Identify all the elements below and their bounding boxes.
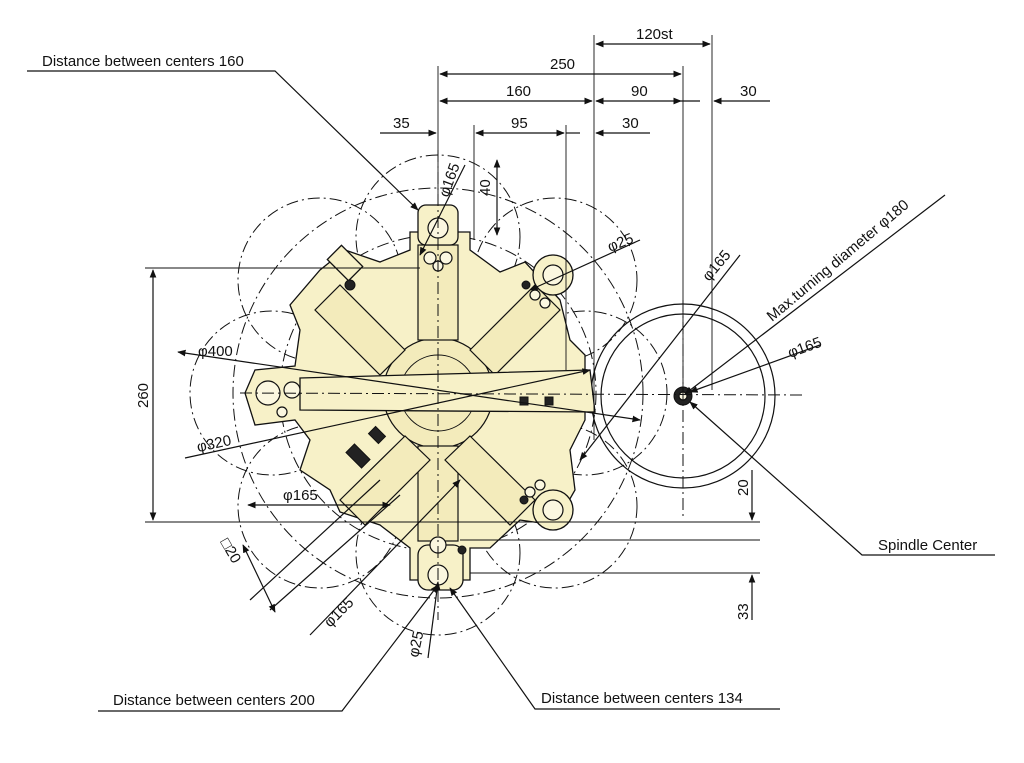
- dim-260: 260: [135, 383, 152, 408]
- top-dimensions: [380, 35, 770, 440]
- dim-160: 160: [506, 83, 531, 100]
- phi400: φ400: [198, 343, 233, 360]
- callout-distance-200: Distance between centers 200: [113, 692, 315, 709]
- dim-33: 33: [735, 603, 752, 620]
- phi165-left: φ165: [283, 487, 318, 504]
- dim-30-top: 30: [740, 83, 757, 100]
- right-lower-dimensions: [460, 470, 760, 620]
- dim-90: 90: [631, 83, 648, 100]
- dim-35: 35: [393, 115, 410, 132]
- left-dimension: [145, 267, 760, 523]
- dim-square-20: □20: [217, 536, 245, 567]
- diameter-leaders: [177, 164, 946, 659]
- dim-250: 250: [550, 56, 575, 73]
- phi320: φ320: [195, 432, 233, 456]
- phi165-upper-right: φ165: [699, 247, 734, 285]
- dim-30-mid: 30: [622, 115, 639, 132]
- callout-max-turning-diameter: Max.turning diameter φ180: [764, 196, 913, 325]
- phi165-top: φ165: [436, 161, 464, 199]
- phi165-bottom: φ165: [321, 594, 358, 631]
- dim-20-right: 20: [735, 479, 752, 496]
- dim-120st: 120st: [636, 26, 674, 43]
- callout-spindle-center: Spindle Center: [878, 537, 977, 554]
- phi25-top: φ25: [605, 230, 636, 256]
- dim-95: 95: [511, 115, 528, 132]
- dim-40: 40: [477, 179, 494, 196]
- callout-leaders: [27, 70, 995, 712]
- callout-distance-160: Distance between centers 160: [42, 53, 244, 70]
- callout-distance-134: Distance between centers 134: [541, 690, 743, 707]
- phi165-spindle: φ165: [786, 334, 824, 362]
- phi25-bottom: φ25: [405, 629, 427, 658]
- turret-body: [244, 204, 596, 591]
